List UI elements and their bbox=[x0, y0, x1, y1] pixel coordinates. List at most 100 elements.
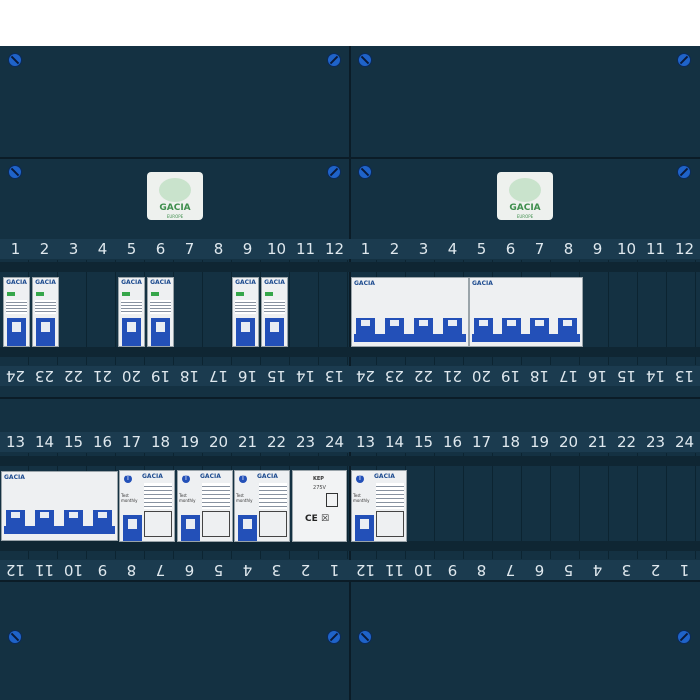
cover-divider bbox=[0, 397, 700, 399]
module-number: 11 bbox=[295, 240, 316, 258]
module-number: 15 bbox=[616, 367, 637, 385]
toggle-switch[interactable] bbox=[265, 318, 284, 346]
module-number: 21 bbox=[92, 367, 113, 385]
toggle-switch[interactable] bbox=[35, 510, 54, 526]
toggle-switch[interactable] bbox=[64, 510, 83, 526]
toggle-switch[interactable] bbox=[238, 515, 257, 541]
circuit-breaker: GACIA bbox=[232, 277, 259, 347]
module-number: 9 bbox=[447, 561, 458, 579]
module-number: 14 bbox=[34, 433, 55, 451]
module-number: 16 bbox=[587, 367, 608, 385]
toggle-switch[interactable] bbox=[356, 318, 375, 334]
module-number: 3 bbox=[68, 240, 79, 258]
brand-logo: GACIA EUROPE bbox=[497, 172, 553, 220]
module-number: 13 bbox=[674, 367, 695, 385]
test-button[interactable]: T bbox=[182, 475, 190, 483]
toggle-switch[interactable] bbox=[502, 318, 521, 334]
module-number: 5 bbox=[126, 240, 137, 258]
wiring-diagram-icon bbox=[202, 511, 230, 537]
surge-protector: KEP 275V CE ☒ bbox=[292, 470, 347, 542]
module-number: 11 bbox=[645, 240, 666, 258]
toggle-switch[interactable] bbox=[414, 318, 433, 334]
toggle-switch[interactable] bbox=[151, 318, 170, 346]
module-number: 1 bbox=[329, 561, 340, 579]
module-number: 2 bbox=[389, 240, 400, 258]
test-label: Test monthly bbox=[179, 493, 196, 503]
module-number: 22 bbox=[266, 433, 287, 451]
module-number: 24 bbox=[5, 367, 26, 385]
device-brand: GACIA bbox=[121, 279, 142, 286]
module-number: 16 bbox=[237, 367, 258, 385]
module-number: 13 bbox=[355, 433, 376, 451]
device-brand: GACIA bbox=[200, 473, 221, 480]
device-brand: GACIA bbox=[257, 473, 278, 480]
screw-icon bbox=[8, 630, 22, 644]
residual-current-device: T GACIA Test monthly bbox=[177, 470, 233, 542]
module-number: 24 bbox=[355, 367, 376, 385]
brand-logo: GACIA EUROPE bbox=[147, 172, 203, 220]
toggle-switch[interactable] bbox=[236, 318, 255, 346]
module-number: 6 bbox=[184, 561, 195, 579]
device-label bbox=[202, 483, 230, 509]
toggle-switch[interactable] bbox=[530, 318, 549, 334]
toggle-switch[interactable] bbox=[355, 515, 374, 541]
toggle-switch[interactable] bbox=[181, 515, 200, 541]
toggle-switch[interactable] bbox=[93, 510, 112, 526]
toggle-switch[interactable] bbox=[558, 318, 577, 334]
module-number: 12 bbox=[355, 561, 376, 579]
module-number: 11 bbox=[34, 561, 55, 579]
device-brand: GACIA bbox=[472, 280, 493, 287]
device-label bbox=[259, 483, 287, 509]
toggle-switch[interactable] bbox=[7, 318, 26, 346]
module-number: 10 bbox=[63, 561, 84, 579]
module-number: 20 bbox=[208, 433, 229, 451]
module-number: 23 bbox=[34, 367, 55, 385]
module-number: 14 bbox=[645, 367, 666, 385]
module-number: 8 bbox=[213, 240, 224, 258]
device-label bbox=[150, 300, 171, 314]
module-number: 23 bbox=[295, 433, 316, 451]
screw-icon bbox=[358, 630, 372, 644]
device-brand: GACIA bbox=[235, 279, 256, 286]
toggle-switch[interactable] bbox=[474, 318, 493, 334]
device-label bbox=[6, 300, 27, 314]
screw-icon bbox=[8, 165, 22, 179]
module-number: 4 bbox=[592, 561, 603, 579]
module-number: 17 bbox=[471, 433, 492, 451]
toggle-switch[interactable] bbox=[123, 515, 142, 541]
module-number: 19 bbox=[179, 433, 200, 451]
device-brand: GACIA bbox=[6, 279, 27, 286]
cover-divider bbox=[0, 157, 700, 159]
module-number: 6 bbox=[534, 561, 545, 579]
toggle-switch[interactable] bbox=[36, 318, 55, 346]
module-number: 15 bbox=[266, 367, 287, 385]
test-button[interactable]: T bbox=[239, 475, 247, 483]
toggle-switch[interactable] bbox=[6, 510, 25, 526]
module-number: 9 bbox=[592, 240, 603, 258]
test-button[interactable]: T bbox=[356, 475, 364, 483]
module-number: 12 bbox=[5, 561, 26, 579]
test-button[interactable]: T bbox=[124, 475, 132, 483]
toggle-switch[interactable] bbox=[443, 318, 462, 334]
spd-rating: 275V bbox=[313, 485, 326, 491]
toggle-switch[interactable] bbox=[385, 318, 404, 334]
module-number: 10 bbox=[616, 240, 637, 258]
blank-panel bbox=[0, 386, 700, 432]
screw-icon bbox=[327, 53, 341, 67]
module-number: 22 bbox=[63, 367, 84, 385]
spd-brand: KEP bbox=[313, 476, 324, 482]
device-brand: GACIA bbox=[35, 279, 56, 286]
module-number: 5 bbox=[213, 561, 224, 579]
module-number: 4 bbox=[97, 240, 108, 258]
module-number: 16 bbox=[442, 433, 463, 451]
device-label bbox=[235, 300, 256, 314]
device-brand: GACIA bbox=[264, 279, 285, 286]
circuit-breaker: GACIA bbox=[32, 277, 59, 347]
indicator-icon bbox=[236, 292, 244, 296]
module-number: 9 bbox=[97, 561, 108, 579]
module-number: 15 bbox=[413, 433, 434, 451]
test-label: Test monthly bbox=[353, 493, 370, 503]
module-number: 22 bbox=[616, 433, 637, 451]
toggle-switch[interactable] bbox=[122, 318, 141, 346]
